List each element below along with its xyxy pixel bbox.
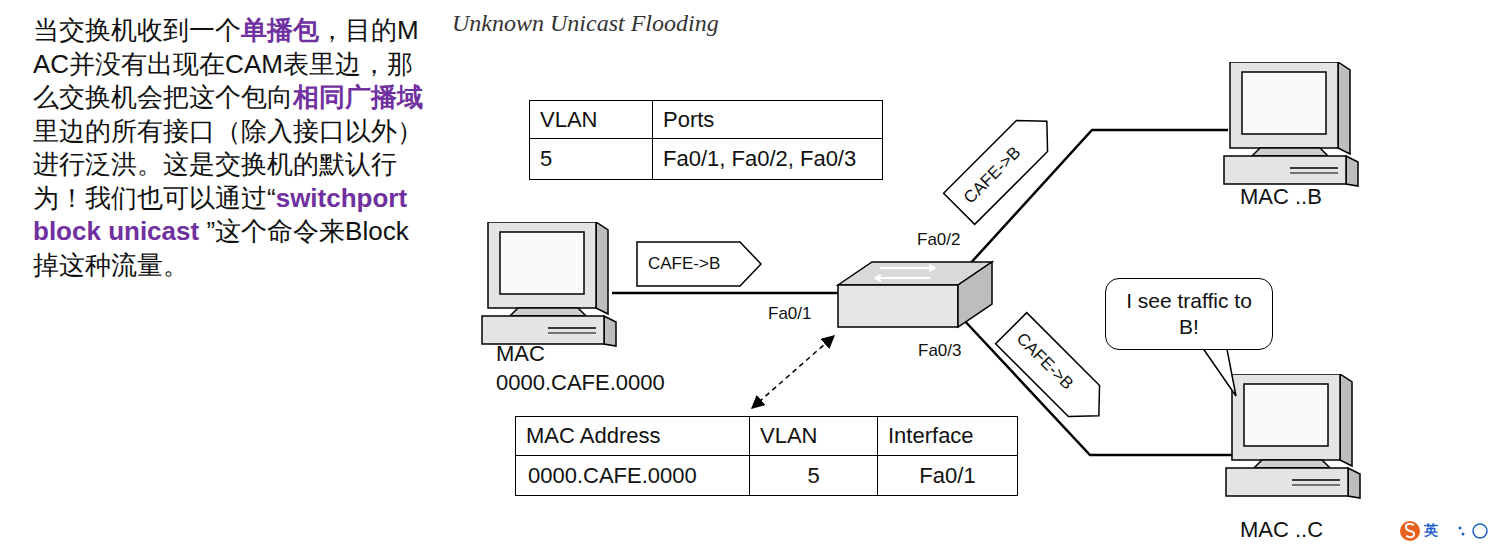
host-label: MAC ..C [1240, 517, 1323, 543]
packet-tag: CAFE->B [636, 241, 762, 287]
table-cell: Ports [653, 101, 882, 139]
host-label: MAC ..B [1240, 184, 1322, 210]
highlight-text: 相同广播域 [293, 82, 423, 112]
table-cell: VLAN [750, 417, 878, 456]
note-text: 当交换机收到一个 [33, 15, 241, 45]
table-cell: MAC Address [516, 417, 750, 456]
table-cell: 5 [750, 456, 878, 495]
table-cell: 0000.CAFE.0000 [516, 456, 750, 495]
packet-tag: CAFE->B [994, 311, 1116, 433]
packet-text: CAFE->B [648, 241, 720, 287]
diagram-title: Unknown Unicast Flooding [452, 10, 719, 37]
table-cell: VLAN [530, 101, 653, 139]
table-cell: Fa0/1, Fa0/2, Fa0/3 [653, 139, 882, 179]
highlight-text: 单播包 [241, 15, 319, 45]
host-label: MAC [496, 341, 545, 367]
port-label: Fa0/2 [917, 230, 960, 250]
port-label: Fa0/1 [768, 304, 811, 324]
table-cell: Interface [878, 417, 1017, 456]
ime-icon-text: 英 [1424, 522, 1438, 540]
data-table: VLANPorts5Fa0/1, Fa0/2, Fa0/3 [529, 100, 883, 180]
data-table: MAC AddressVLANInterface 0000.CAFE.00005F… [515, 416, 1018, 496]
speech-bubble: I see traffic to B! [1105, 278, 1273, 350]
host-label: 0000.CAFE.0000 [496, 370, 665, 396]
table-cell: 5 [530, 139, 653, 179]
table-cell: Fa0/1 [878, 456, 1017, 495]
port-label: Fa0/3 [918, 341, 961, 361]
bubble-text: I see traffic to B! [1116, 288, 1262, 340]
note-paragraph: 当交换机收到一个单播包，目的MAC并没有出现在CAM表里边，那么交换机会把这个包… [33, 14, 431, 282]
packet-tag: CAFE->B [942, 104, 1064, 226]
